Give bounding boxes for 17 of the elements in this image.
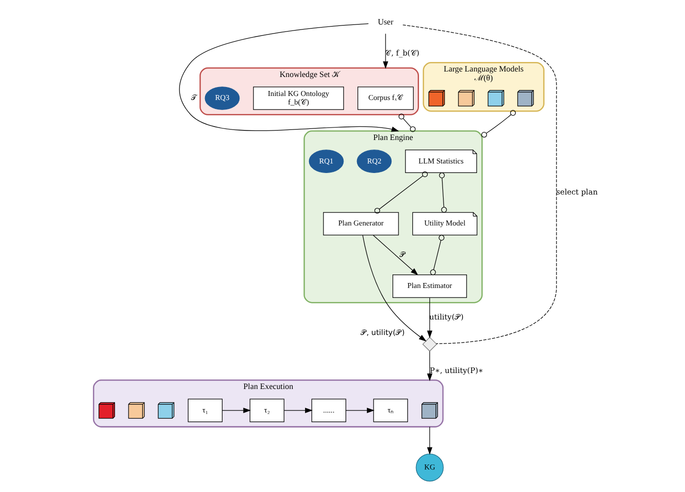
connector <box>480 110 516 138</box>
arrow <box>426 297 432 338</box>
arrow <box>426 426 432 455</box>
arrow <box>372 234 418 276</box>
node-diamond <box>422 336 437 352</box>
arrow <box>345 408 374 414</box>
connector <box>398 114 416 132</box>
arrow <box>178 23 399 132</box>
connector <box>438 172 446 213</box>
arrow <box>283 408 312 414</box>
arrow <box>426 350 432 382</box>
connector <box>430 234 444 276</box>
connector <box>402 24 556 344</box>
connector <box>374 171 428 214</box>
arrow <box>222 408 250 414</box>
arrow <box>362 234 426 342</box>
arrow <box>382 33 388 69</box>
